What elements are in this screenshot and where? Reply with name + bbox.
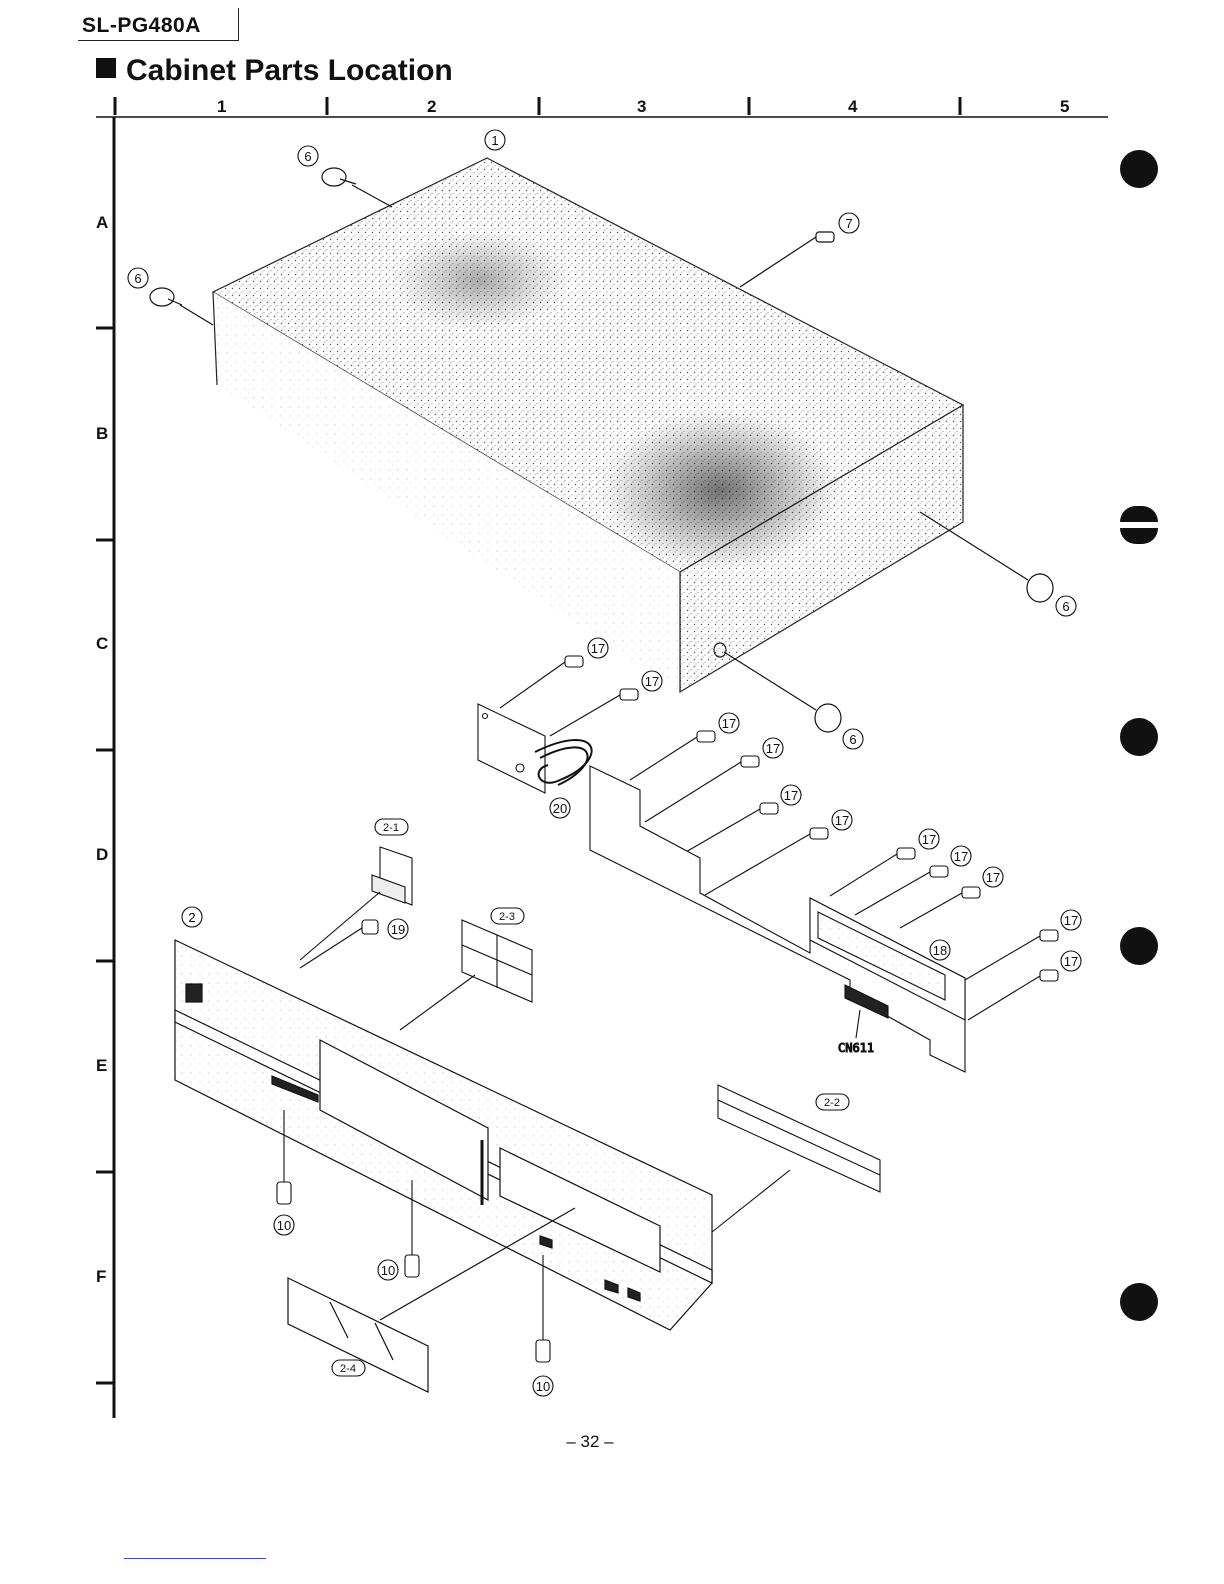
svg-text:17: 17 bbox=[1064, 913, 1078, 928]
svg-text:19: 19 bbox=[391, 922, 405, 937]
part-2-2 bbox=[712, 1085, 880, 1232]
part-2-1 bbox=[300, 847, 412, 960]
svg-text:2-4: 2-4 bbox=[340, 1363, 356, 1375]
svg-text:2-1: 2-1 bbox=[383, 822, 399, 834]
svg-text:17: 17 bbox=[954, 849, 968, 864]
svg-text:6: 6 bbox=[1062, 599, 1069, 614]
svg-text:2-3: 2-3 bbox=[499, 911, 515, 923]
svg-text:2-2: 2-2 bbox=[824, 1097, 840, 1109]
top-cabinet bbox=[213, 158, 963, 692]
svg-text:17: 17 bbox=[591, 641, 605, 656]
svg-text:17: 17 bbox=[922, 832, 936, 847]
svg-text:17: 17 bbox=[835, 813, 849, 828]
svg-text:2: 2 bbox=[188, 910, 195, 925]
svg-text:1: 1 bbox=[491, 133, 498, 148]
svg-text:18: 18 bbox=[933, 943, 947, 958]
svg-text:17: 17 bbox=[645, 674, 659, 689]
page-number: – 32 – bbox=[560, 1432, 620, 1452]
connector-label: CN611 bbox=[838, 1041, 874, 1055]
screws-17 bbox=[500, 656, 1058, 1020]
svg-text:17: 17 bbox=[722, 716, 736, 731]
svg-text:10: 10 bbox=[381, 1263, 395, 1278]
part-2-3 bbox=[400, 920, 532, 1030]
svg-text:6: 6 bbox=[134, 271, 141, 286]
svg-text:6: 6 bbox=[304, 149, 311, 164]
footer-rule bbox=[124, 1558, 266, 1559]
svg-text:17: 17 bbox=[986, 870, 1000, 885]
svg-text:20: 20 bbox=[553, 801, 567, 816]
svg-text:6: 6 bbox=[849, 732, 856, 747]
svg-text:10: 10 bbox=[536, 1379, 550, 1394]
svg-text:7: 7 bbox=[845, 216, 852, 231]
svg-text:17: 17 bbox=[1064, 954, 1078, 969]
svg-text:10: 10 bbox=[277, 1218, 291, 1233]
small-pcb-bracket bbox=[478, 704, 592, 793]
svg-text:17: 17 bbox=[766, 741, 780, 756]
svg-text:17: 17 bbox=[784, 788, 798, 803]
